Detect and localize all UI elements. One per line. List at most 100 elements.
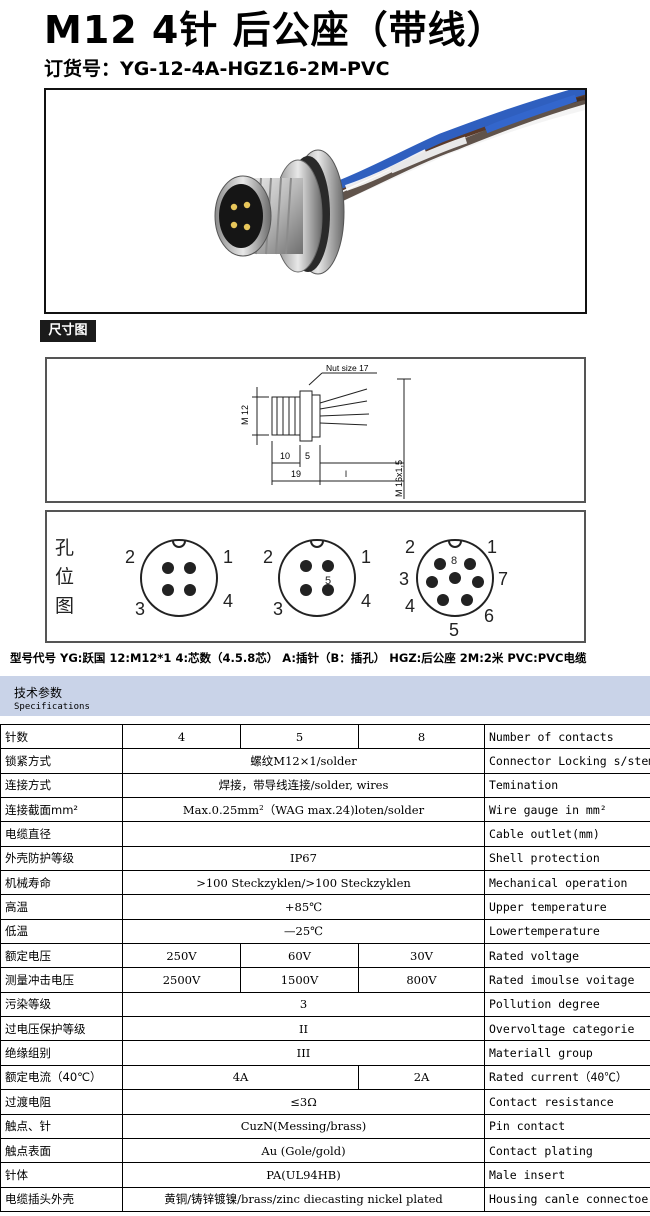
table-row: 触点、针 CuzN(Messing/brass) Pin contact: [0, 1113, 650, 1139]
spec-value: 2A: [358, 1064, 485, 1091]
model-code-legend: 型号代号 YG:跃国 12:M12*1 4:芯数（4.5.8芯） A:插针（B：…: [10, 651, 587, 665]
spec-header-subtitle: Specifications: [14, 702, 90, 712]
spec-value: III: [122, 1040, 485, 1066]
spec-label-en: Overvoltage categorie: [484, 1016, 650, 1042]
eight-pin-2: 2: [405, 537, 415, 557]
spec-table: 针数 4 5 8 Number of contacts 锁紧方式 螺纹M12×1…: [0, 723, 650, 1212]
table-row: 连接方式 焊接，带导线连接/solder, wires Temination: [0, 772, 650, 799]
spec-label-en: Pollution degree: [484, 991, 650, 1018]
spec-label: 额定电压: [0, 943, 123, 969]
four-pin-1: 1: [223, 547, 233, 567]
spec-label-en: Number of contacts: [484, 723, 650, 750]
spec-label: 针数: [0, 723, 123, 750]
spec-label: 触点表面: [0, 1137, 123, 1164]
spec-label: 针体: [0, 1162, 123, 1188]
five-pin-5: 5: [325, 575, 331, 587]
spec-label-en: Upper temperature: [484, 894, 650, 920]
spec-value: 4A: [122, 1064, 359, 1091]
spec-value: 2500V: [122, 967, 241, 993]
spec-value: 30V: [358, 943, 485, 969]
eight-pin-5: 5: [449, 620, 459, 640]
five-pin-1: 1: [361, 547, 371, 567]
pin-label-char-3: 图: [55, 595, 74, 617]
spec-label: 绝缘组别: [0, 1040, 123, 1066]
four-pin-3: 3: [135, 599, 145, 619]
product-title: M12 4针 后公座（带线）: [44, 8, 506, 52]
spec-value: 黄铜/铸锌镀镍/brass/zinc diecasting nickel pla…: [122, 1186, 485, 1212]
dim-5-label: 5: [305, 451, 310, 461]
spec-label: 过电压保护等级: [0, 1016, 123, 1042]
eight-pin-face: 2 3 4 5 6 7 8 1: [399, 537, 508, 640]
eight-pin-6: 6: [484, 606, 494, 626]
spec-label-en: Temination: [484, 772, 650, 799]
spec-label-en: Rated current（40℃）: [484, 1064, 650, 1091]
spec-label: 锁紧方式: [0, 748, 123, 774]
spec-value: >100 Steckzyklen/>100 Steckzyklen: [122, 870, 485, 896]
dim-l-label: l: [345, 469, 347, 479]
spec-label-en: Male insert: [484, 1162, 650, 1188]
spec-value: 250V: [122, 943, 241, 969]
spec-value: IP67: [122, 845, 485, 872]
spec-label: 机械寿命: [0, 870, 123, 896]
spec-label: 电缆直径: [0, 821, 123, 847]
table-row: 额定电压 250V 60V 30V Rated voltage: [0, 943, 650, 969]
five-pin-4: 4: [361, 591, 371, 611]
m12-label: M 12: [240, 405, 250, 425]
spec-label: 污染等级: [0, 991, 123, 1018]
eight-pin-8: 8: [451, 555, 457, 567]
spec-value: 800V: [358, 967, 485, 993]
spec-label-en: Shell protection: [484, 845, 650, 872]
spec-value: 3: [122, 991, 485, 1018]
table-row: 连接截面mm² Max.0.25mm²（WAG max.24)loten/sol…: [0, 797, 650, 823]
spec-label: 高温: [0, 894, 123, 920]
spec-value: ≤3Ω: [122, 1089, 485, 1115]
table-row: 过渡电阻 ≤3Ω Contact resistance: [0, 1089, 650, 1115]
spec-label-en: Rated voltage: [484, 943, 650, 969]
spec-value: CuzN(Messing/brass): [122, 1113, 485, 1139]
order-number: 订货号：YG-12-4A-HGZ16-2M-PVC: [44, 58, 390, 80]
spec-value: Au (Gole/gold): [122, 1137, 485, 1164]
spec-label-en: Lowertemperature: [484, 918, 650, 945]
spec-value: +85℃: [122, 894, 485, 920]
spec-value: —25℃: [122, 918, 485, 945]
dimension-label: 尺寸图: [40, 320, 96, 342]
spec-label-en: Wire gauge in mm²: [484, 797, 650, 823]
spec-label: 低温: [0, 918, 123, 945]
product-photo: [44, 88, 587, 314]
table-row: 额定电流（40℃） 4A 2A Rated current（40℃）: [0, 1064, 650, 1091]
spec-label: 外壳防护等级: [0, 845, 123, 872]
spec-label-en: Contact resistance: [484, 1089, 650, 1115]
m16-label: M 16x1,5: [394, 460, 404, 497]
dim-19-label: 19: [291, 469, 301, 479]
table-row: 针体 PA(UL94HB) Male insert: [0, 1162, 650, 1188]
five-pin-2: 2: [263, 547, 273, 567]
spec-label: 连接截面mm²: [0, 797, 123, 823]
spec-label: 触点、针: [0, 1113, 123, 1139]
table-row: 机械寿命 >100 Steckzyklen/>100 Steckzyklen M…: [0, 870, 650, 896]
pin-label-char-1: 孔: [55, 537, 74, 559]
spec-label-en: Rated imoulse voitage: [484, 967, 650, 993]
spec-label-en: Contact plating: [484, 1137, 650, 1164]
table-row: 针数 4 5 8 Number of contacts: [0, 723, 650, 750]
spec-value: 8: [358, 723, 485, 750]
spec-label-en: Housing canle connectoe: [484, 1186, 650, 1212]
eight-pin-1: 1: [487, 537, 497, 557]
eight-pin-4: 4: [405, 596, 415, 616]
four-pin-2: 2: [125, 547, 135, 567]
spec-label: 过渡电阻: [0, 1089, 123, 1115]
table-row: 外壳防护等级 IP67 Shell protection: [0, 845, 650, 872]
table-row: 低温 —25℃ Lowertemperature: [0, 918, 650, 945]
eight-pin-7: 7: [498, 569, 508, 589]
spec-header-title: 技术参数: [14, 686, 63, 700]
eight-pin-3: 3: [399, 569, 409, 589]
spec-header: 技术参数 Specifications: [0, 676, 650, 716]
spec-label: 额定电流（40℃）: [0, 1064, 123, 1091]
nut-size-label: Nut size 17: [326, 363, 369, 373]
spec-value: II: [122, 1016, 485, 1042]
five-pin-face: 2 1 3 4 5: [263, 539, 371, 619]
table-row: 污染等级 3 Pollution degree: [0, 991, 650, 1018]
spec-value: [122, 821, 485, 847]
table-row: 绝缘组别 III Materiall group: [0, 1040, 650, 1066]
spec-value: Max.0.25mm²（WAG max.24)loten/solder: [122, 797, 485, 823]
spec-value: 5: [240, 723, 359, 750]
